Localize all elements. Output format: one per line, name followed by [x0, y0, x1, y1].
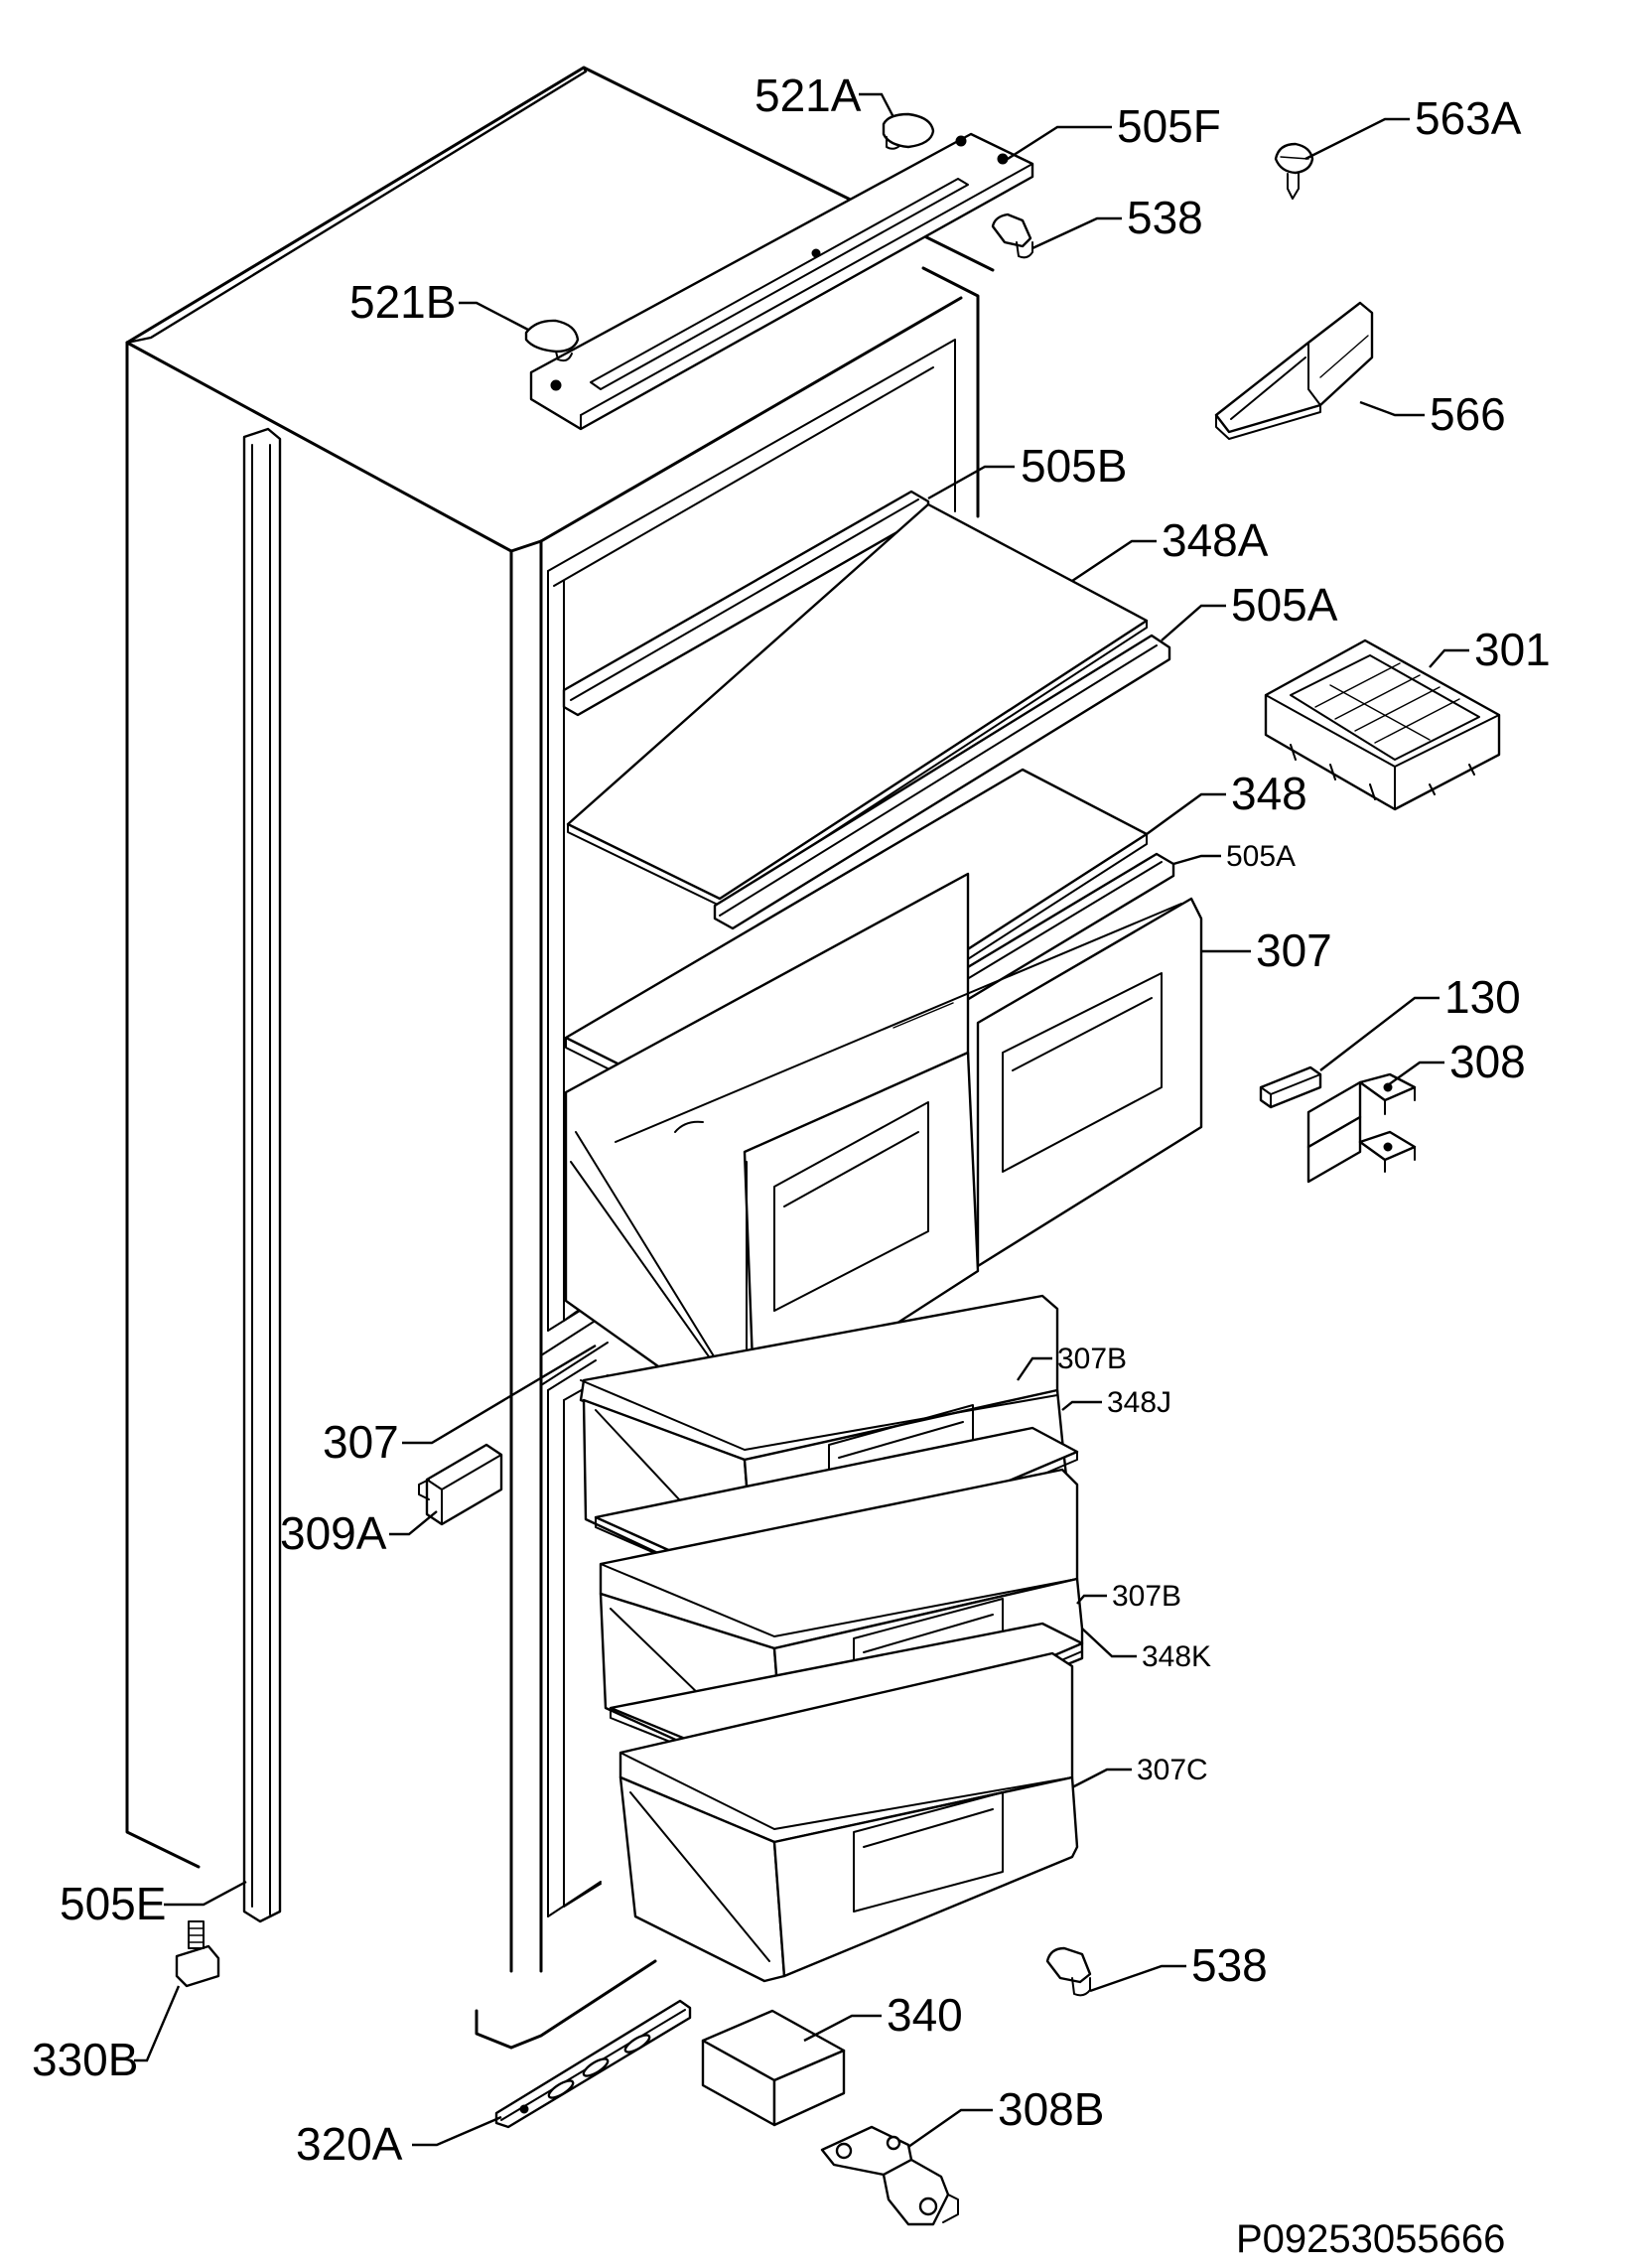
- callout-348j: 348J: [1107, 1386, 1171, 1419]
- callout-330b: 330B: [32, 2034, 138, 2085]
- strip-505a-upper: [713, 634, 1171, 930]
- pivot-538-top: [991, 213, 1033, 259]
- drawing-code: P09253055666: [1236, 2217, 1505, 2261]
- pivot-538-bottom: [1045, 1946, 1092, 1997]
- callout-307-right: 307: [1256, 924, 1332, 976]
- callout-521b: 521B: [349, 276, 456, 328]
- callout-308b: 308B: [998, 2083, 1104, 2135]
- callout-labels: 521A 505F 563A 538 521B 566 505B 348A 50…: [32, 70, 1551, 2261]
- rail-505b: [562, 490, 930, 717]
- knob-563a: [1274, 142, 1314, 200]
- ice-tray-301: [1264, 638, 1501, 811]
- callout-308: 308: [1449, 1036, 1526, 1087]
- callout-309a: 309A: [280, 1507, 387, 1559]
- callout-307c: 307C: [1137, 1754, 1208, 1786]
- callout-348: 348: [1231, 768, 1307, 819]
- cap-521a: [882, 112, 935, 150]
- bracket-309a: [418, 1443, 503, 1526]
- callout-505a-upper: 505A: [1231, 579, 1338, 631]
- callout-340: 340: [887, 1989, 963, 2041]
- callout-521a: 521A: [755, 70, 862, 121]
- callout-566: 566: [1430, 388, 1506, 440]
- callout-307b-upper: 307B: [1057, 1343, 1127, 1375]
- callout-348k: 348K: [1142, 1640, 1211, 1673]
- bracket-566: [1214, 301, 1374, 440]
- leader-lines: [134, 92, 1469, 2148]
- callout-348a: 348A: [1162, 514, 1269, 566]
- callout-505b: 505B: [1021, 440, 1127, 492]
- hinge-rail-505f: [529, 132, 1034, 431]
- rail-320a: [494, 1999, 692, 2129]
- cap-521b: [524, 319, 580, 362]
- door-seal-505e: [242, 427, 282, 1923]
- callout-301: 301: [1474, 624, 1551, 675]
- callout-505a-lower: 505A: [1226, 840, 1296, 873]
- callout-538-bottom: 538: [1191, 1939, 1268, 1991]
- callout-320a: 320A: [296, 2118, 403, 2170]
- callout-505e: 505E: [60, 1878, 166, 1929]
- clip-130: [1259, 1065, 1322, 1109]
- callout-307b-lower: 307B: [1112, 1580, 1181, 1613]
- drawer-307c: [618, 1651, 1079, 1983]
- hinge-308: [1306, 1072, 1417, 1184]
- callout-307-left: 307: [323, 1416, 399, 1468]
- callout-563a: 563A: [1415, 92, 1522, 144]
- hinge-308b: [820, 2125, 959, 2226]
- callout-538-top: 538: [1127, 192, 1203, 243]
- block-340: [701, 2009, 846, 2127]
- foot-330b: [175, 1920, 220, 1988]
- cabinet-body: [125, 66, 995, 2050]
- drawer-307: [564, 872, 1203, 1417]
- callout-130: 130: [1444, 971, 1521, 1023]
- callout-505f: 505F: [1117, 100, 1221, 152]
